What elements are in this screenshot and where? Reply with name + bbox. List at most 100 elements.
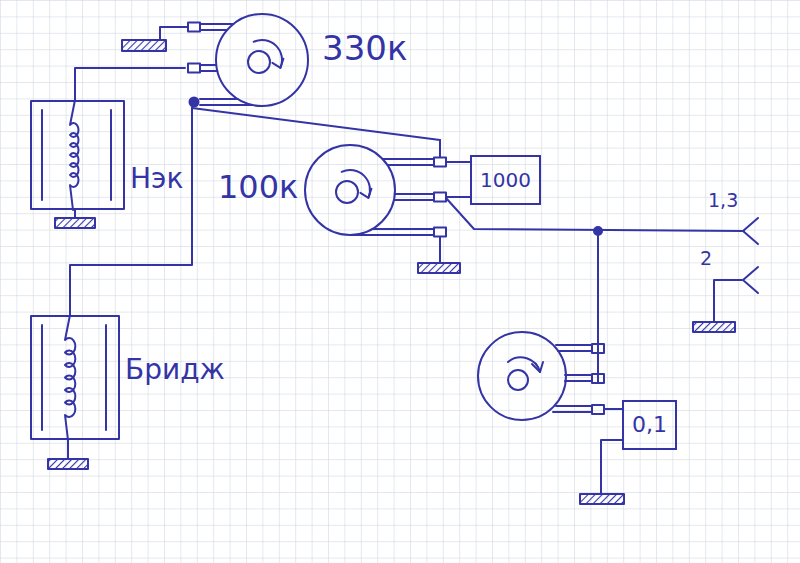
label-holder: Нэк (130, 162, 183, 195)
ground-symbol (48, 459, 88, 469)
rotation-arrow (360, 189, 371, 198)
terminal-lug (434, 193, 446, 202)
component-value: 100к (218, 168, 298, 206)
potentiometer: 330к (185, 12, 313, 108)
wire (75, 68, 185, 100)
wire (350, 234, 434, 236)
wire (604, 408, 622, 410)
wire (372, 228, 434, 230)
component-value: Нэк (130, 162, 183, 195)
wire (565, 380, 592, 382)
jack-contact (743, 267, 758, 293)
wire (553, 411, 592, 413)
pickup-core (41, 325, 43, 430)
pickup-core (105, 325, 107, 430)
pickup-core (110, 110, 112, 200)
potentiometer-symbol (216, 14, 308, 106)
wire (192, 108, 440, 140)
wire (601, 440, 622, 494)
wire (200, 29, 227, 31)
wire (200, 98, 238, 100)
potentiometer-outline (185, 12, 313, 108)
junction-dot (594, 227, 602, 235)
capacitor-box: 1000 (470, 155, 541, 205)
wire (200, 23, 233, 25)
rotation-arrow (532, 362, 543, 372)
wire (394, 199, 434, 201)
rotation-arrow (254, 40, 282, 68)
potentiometer-knob (248, 51, 270, 73)
capacitor-box: 0,1 (622, 400, 677, 450)
terminal-lug (188, 64, 200, 73)
wire (556, 344, 592, 346)
rotation-arrow (342, 170, 370, 198)
pin-label: 1,3 (708, 190, 738, 212)
rotation-arrow (272, 59, 283, 68)
pickup-core (41, 110, 43, 200)
pickup-outline (30, 100, 125, 210)
component-value: 330к (322, 28, 407, 68)
jack-contact (743, 218, 758, 244)
potentiometer-symbol (305, 145, 395, 235)
rotation-arrow (508, 357, 540, 372)
wire (67, 440, 69, 459)
component-value: 1000 (480, 169, 531, 192)
pickup-outline (30, 315, 120, 440)
potentiometer-knob (336, 181, 358, 203)
wire (446, 198, 744, 231)
pickup-outline (31, 316, 119, 439)
potentiometer-symbol (478, 332, 566, 420)
label-holder: Бридж (125, 353, 225, 386)
wire (446, 161, 452, 163)
terminal-lug (592, 344, 604, 353)
wire (452, 161, 470, 163)
ground-symbol (122, 40, 166, 51)
terminal-lug (592, 374, 604, 383)
component-value: 0,1 (632, 412, 667, 437)
wire (714, 280, 742, 322)
ground-symbol (693, 322, 735, 332)
terminal-lug (190, 98, 199, 107)
wire (200, 70, 217, 72)
component-value: Бридж (125, 353, 225, 386)
coil-winding (65, 315, 75, 440)
wire (200, 104, 252, 106)
ground-symbol (418, 263, 460, 273)
wire (383, 158, 434, 160)
potentiometer: 100к (300, 140, 452, 240)
wire (558, 350, 592, 352)
pickup-outline (31, 101, 124, 209)
pickup-coil: Нэк (30, 100, 125, 210)
pickup-coil: Бридж (30, 315, 120, 440)
label-holder: 330к (322, 28, 407, 68)
wire (439, 237, 441, 263)
coil-winding (70, 100, 78, 210)
wire (597, 231, 599, 382)
wire (556, 405, 592, 407)
terminal-lug (434, 158, 446, 167)
wire (565, 374, 592, 376)
terminal-lug (188, 23, 200, 32)
ground-symbol (580, 494, 624, 504)
wire (387, 164, 434, 166)
terminal-lug (434, 228, 446, 237)
wire (160, 27, 188, 40)
wire (439, 140, 441, 157)
potentiometer-knob (508, 370, 528, 390)
wire (395, 193, 434, 195)
label-holder: 100к (218, 168, 298, 206)
wire (74, 210, 76, 218)
terminal-lug (592, 405, 604, 414)
wire (446, 196, 470, 198)
pin-label: 2 (700, 248, 712, 270)
ground-symbol (55, 218, 95, 228)
wire (200, 64, 216, 66)
wire (70, 108, 192, 315)
potentiometer-outline (300, 140, 452, 240)
